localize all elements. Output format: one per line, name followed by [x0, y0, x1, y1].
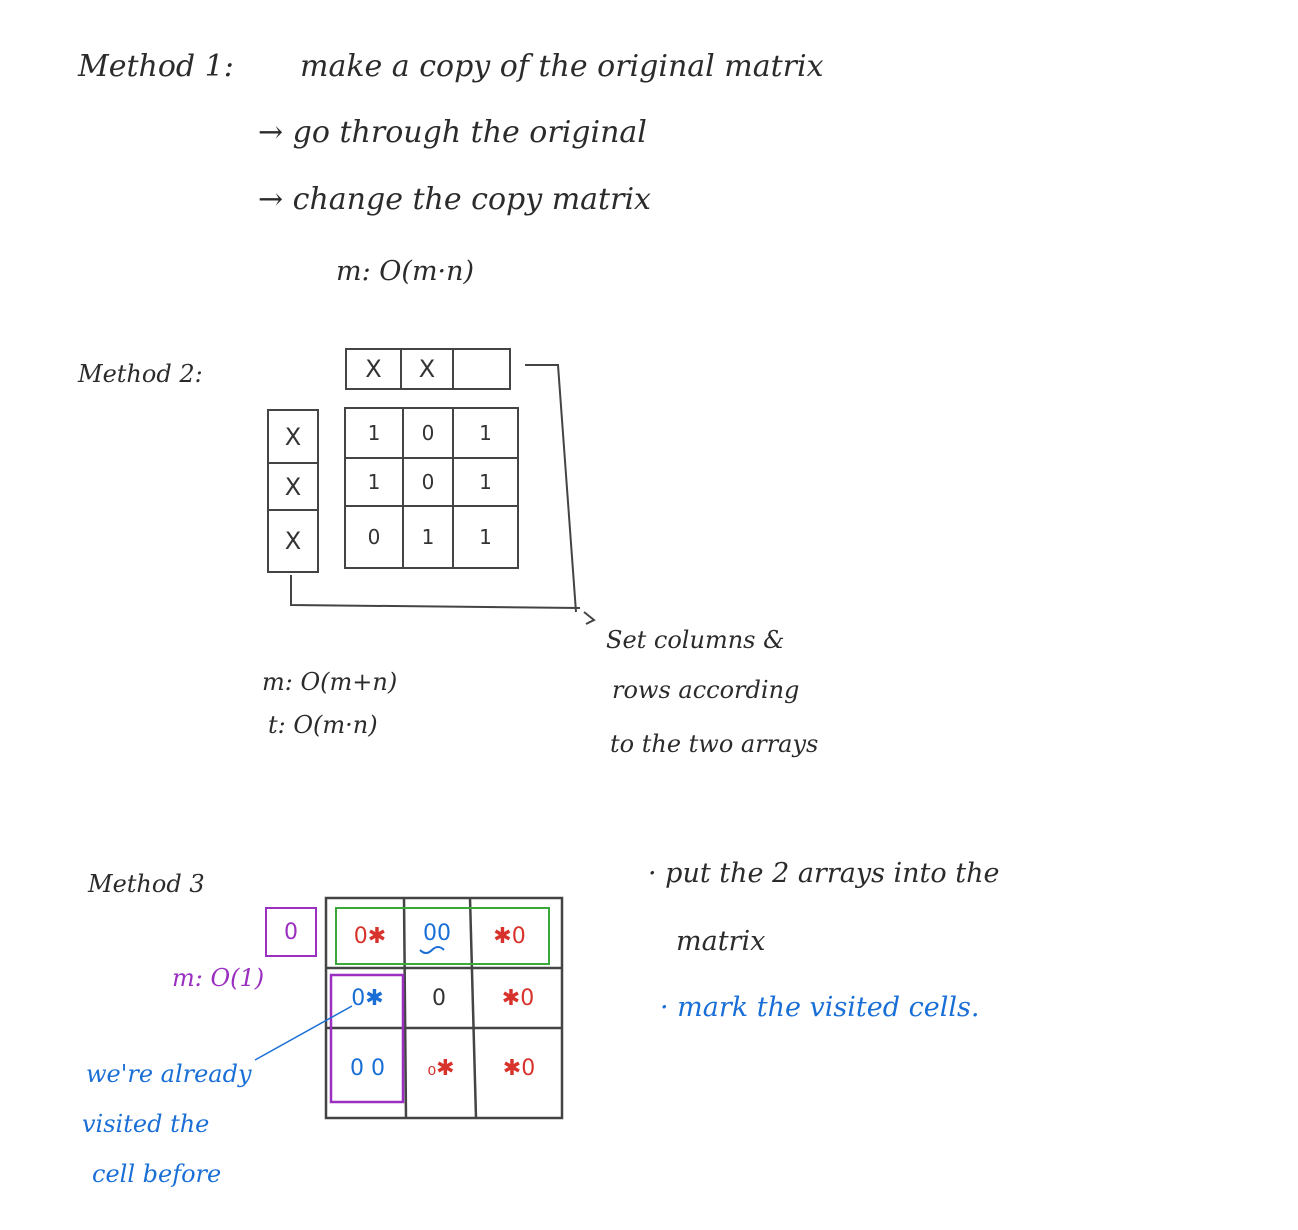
matrix-cell: ✱0	[493, 923, 526, 949]
method2-title: Method 2:	[78, 360, 203, 388]
matrix-cell: 0✱	[351, 985, 384, 1011]
column-arrow	[525, 364, 577, 613]
matrix-cell: 1	[479, 525, 492, 549]
method2-note-line2: rows according	[612, 676, 800, 704]
method1-title: Method 1:	[78, 49, 234, 84]
matrix-cell: 1	[479, 470, 492, 494]
method2-time-complexity: t: O(m·n)	[268, 711, 378, 739]
row-arrow	[290, 575, 581, 609]
matrix-cell: ✱0	[502, 1055, 536, 1081]
method2-note-line1: Set columns &	[606, 626, 785, 654]
method3-note1-line1: · put the 2 arrays into the	[648, 858, 1000, 889]
method1-space-complexity: m: O(m·n)	[336, 256, 475, 287]
row-marker-1: X	[284, 422, 302, 451]
matrix-cell: ✱0	[501, 985, 535, 1011]
method3-title: Method 3	[88, 870, 205, 898]
first-row-highlight	[335, 907, 550, 965]
matrix-cell: 1	[421, 525, 435, 549]
matrix-cell: 0	[432, 985, 446, 1011]
squiggle-mark	[419, 946, 445, 954]
corner-box-value: 0	[284, 919, 298, 945]
method1-step1: → go through the original	[258, 115, 647, 150]
method2-space-complexity: m: O(m+n)	[262, 668, 398, 696]
comment-pointer	[254, 1005, 353, 1061]
method3-matrix	[324, 896, 564, 1120]
matrix-cell: 1	[367, 470, 381, 494]
method3-comment-line2: visited the	[82, 1110, 210, 1138]
corner-box	[265, 907, 317, 957]
method3-note2: · mark the visited cells.	[660, 992, 980, 1023]
method3-space-complexity: m: O(1)	[172, 964, 265, 992]
matrix-cell: 1	[367, 421, 381, 445]
column-marker-1: X	[365, 355, 382, 383]
matrix-cell: 00	[423, 920, 451, 946]
row-marker-3: X	[284, 527, 302, 555]
method2-note-line3: to the two arrays	[610, 730, 819, 758]
matrix-cell: 0	[421, 421, 435, 445]
matrix-cell: 0	[421, 470, 435, 494]
method1-description: make a copy of the original matrix	[300, 49, 824, 84]
row-marker-2: X	[284, 472, 302, 501]
method3-note1-line2: matrix	[676, 926, 766, 957]
matrix-cell: ₀✱	[427, 1055, 455, 1081]
matrix-cell: 0 0	[350, 1055, 385, 1081]
matrix-cell: 1	[479, 421, 492, 445]
column-marker-array	[345, 348, 511, 390]
row-marker-array	[267, 409, 319, 573]
matrix-cell: 0✱	[353, 923, 387, 949]
arrow-head	[583, 611, 596, 625]
method1-step2: → change the copy matrix	[258, 182, 651, 217]
method3-comment-line3: cell before	[92, 1160, 222, 1188]
method2-matrix	[344, 407, 519, 569]
matrix-cell: 0	[367, 525, 381, 549]
column-marker-2: X	[418, 355, 436, 383]
first-column-highlight	[329, 973, 405, 1104]
method3-comment-line1: we're already	[86, 1060, 252, 1088]
